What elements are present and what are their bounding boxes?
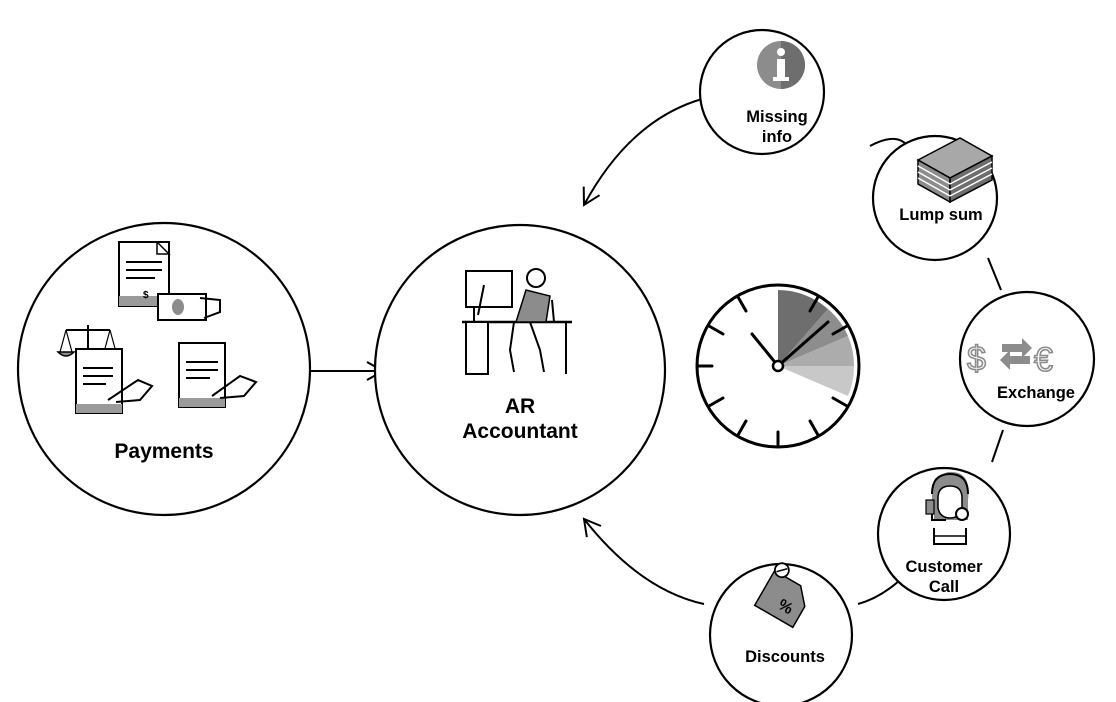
customer-call-node: Customer Call [876, 466, 1012, 602]
svg-text:$: $ [143, 290, 149, 301]
accountant-at-desk-icon [462, 268, 572, 375]
discounts-node: % Discounts [708, 562, 854, 702]
arrow-discounts-to-accountant [582, 517, 705, 605]
lump-sum-node: Lump sum [871, 134, 999, 262]
missing-info-node: Missing info [698, 28, 826, 156]
info-icon [757, 41, 805, 89]
ar-accountant-node: AR Accountant [373, 223, 667, 517]
arrow-missing-info-to-accountant [582, 98, 703, 207]
customer-call-line2: Call [929, 578, 959, 596]
exchange-label: Exchange [997, 384, 1075, 402]
exchange-node: $ € Exchange [958, 290, 1096, 428]
payments-node: $ [16, 221, 312, 517]
clock-icon [695, 283, 861, 449]
money-stack-icon [916, 137, 994, 204]
currency-exchange-icon: $ € [966, 338, 1054, 380]
discounts-label: Discounts [745, 648, 825, 666]
customer-call-line1: Customer [905, 558, 983, 576]
payment-documents-icon: $ [56, 241, 258, 414]
missing-info-line2: info [762, 128, 792, 146]
svg-text:$: $ [967, 340, 986, 378]
lump-sum-label: Lump sum [899, 206, 982, 224]
payments-label: Payments [114, 440, 213, 463]
ar-label-line2: Accountant [462, 420, 578, 443]
svg-text:€: € [1034, 341, 1053, 379]
missing-info-line1: Missing [746, 108, 807, 126]
headset-agent-icon [925, 471, 969, 545]
discount-tag-icon: % [753, 562, 806, 629]
ar-label-line1: AR [505, 395, 535, 418]
